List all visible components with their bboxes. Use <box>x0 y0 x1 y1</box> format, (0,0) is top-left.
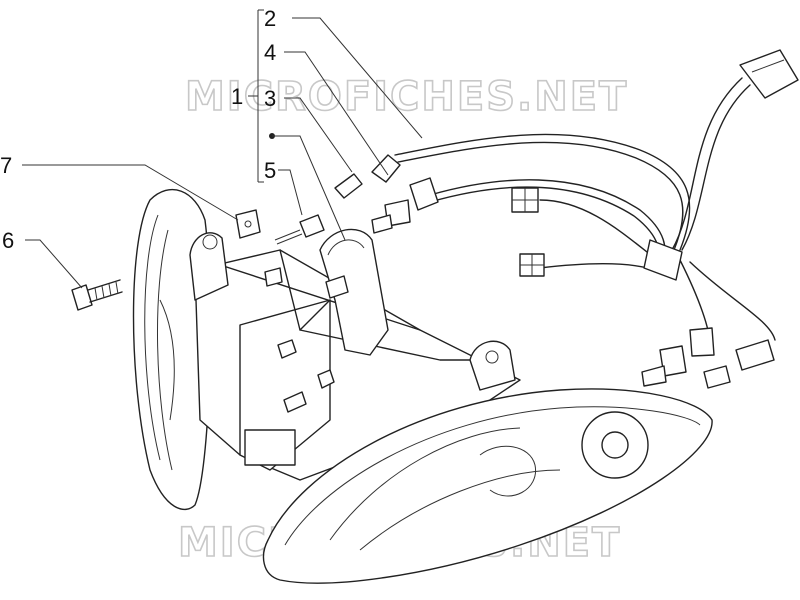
callout-1: 1 <box>231 84 243 109</box>
screw-6 <box>71 279 123 311</box>
callout-7: 7 <box>0 153 12 178</box>
screw-housing <box>264 267 349 299</box>
bulb-small-3 <box>334 173 363 199</box>
callout-4: 4 <box>264 40 276 65</box>
bulb-upper <box>371 154 439 234</box>
watermark-top: MICROFICHES.NET <box>185 74 628 120</box>
callout-6: 6 <box>2 228 14 253</box>
screw-5 <box>274 214 325 245</box>
callout-5: 5 <box>264 158 276 183</box>
callout-3: 3 <box>264 86 276 111</box>
leader-lines <box>22 9 423 289</box>
bulb-lower-right <box>641 327 775 389</box>
front-lens <box>262 388 713 584</box>
callout-2: 2 <box>264 6 276 31</box>
clip-nut-7 <box>235 209 261 239</box>
wiring-harness <box>394 49 799 346</box>
